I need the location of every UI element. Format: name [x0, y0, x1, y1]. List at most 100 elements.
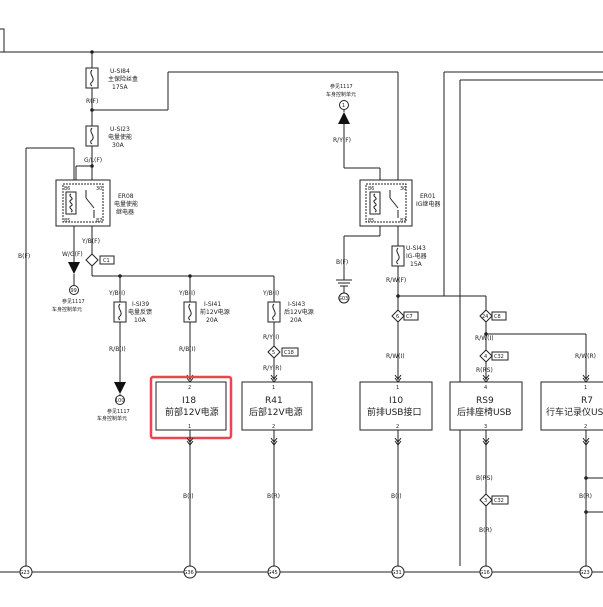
top-bus [0, 28, 603, 54]
fuse-i-si41-desc: 前12V电源 [200, 308, 230, 316]
pin-24: 24 [482, 314, 488, 320]
fuse-u-si23: U-SI23 电量使能 30A G/L(F) [75, 125, 132, 180]
bcm99-line2: 车身控制单元 [52, 306, 82, 313]
wire-rwi: R/W(I) [386, 353, 405, 360]
ground-g23b: G23 [580, 570, 590, 576]
wire-ybi-a: Y/B(I) [108, 290, 125, 297]
r7-name: 行车记录仪USB [546, 406, 603, 418]
er08-pin86: 86 [64, 186, 70, 192]
wire-br2: B(R) [579, 493, 592, 500]
er01-line1: IG继电器 [416, 200, 440, 208]
er08-name: ER08 [118, 193, 134, 200]
module-i10: 1 I10 前排USB接口 2 B(I) [359, 381, 433, 566]
er08-pin85: 85 [64, 218, 70, 224]
branch-i-si41: Y/B(I) I-SI41 前12V电源 20A R/B(I) [178, 276, 230, 383]
right-top-routing [443, 71, 603, 566]
wire-bi: B(I) [183, 493, 194, 500]
branch-r7: R/W(R) [575, 334, 596, 383]
er08-pin30: 30 [96, 186, 102, 192]
bcm99-pin: 99 [71, 288, 77, 294]
wire-rwr: R/W(R) [575, 353, 596, 360]
er08-line2: 继电器 [116, 208, 134, 216]
wire-brs2: B(R) [479, 527, 492, 534]
er01-pin87: 87 [400, 218, 406, 224]
wire-glf: G/L(F) [84, 157, 102, 164]
fuse-u-si84-name: U-SI84 [110, 68, 130, 75]
i18-top-pin: 2 [188, 385, 191, 391]
wire-brs1: B(RS) [476, 475, 493, 482]
conn-c8: C8 [494, 314, 501, 320]
bcm-top-line2: 车身控制单元 [326, 91, 356, 98]
r7-id: R7 [581, 396, 593, 406]
rs9-name: 后排座椅USB [457, 406, 511, 418]
fuse-u-si43-rating: 15A [410, 261, 423, 268]
ground-g16: G16 [480, 570, 490, 576]
bcm100-pin: 100 [115, 398, 125, 404]
fuse-u-si84: U-SI84 主保险丝盒 175A R(F) [85, 52, 138, 126]
conn-c32b: C32 [494, 498, 504, 504]
ground-bus: G23 G36 G45 G31 G16 G23 [0, 565, 603, 579]
fuse-u-si43-desc: IG-电器 [406, 252, 427, 260]
er01-pin85: 85 [368, 218, 374, 224]
module-r41: 1 R41 后部12V电源 2 B(R) [241, 381, 313, 566]
relay-er01: 86 30 85 87 ER01 IG继电器 [359, 179, 440, 227]
conn-c18: C18 [284, 350, 294, 356]
r7-top-pin: 1 [584, 385, 587, 391]
wire-ybi-c: Y/B(I) [262, 290, 279, 297]
wire-br: B(R) [267, 493, 280, 500]
wire-rrs: R(RS) [476, 367, 493, 374]
i18-name: 前部12V电源 [165, 406, 219, 418]
branch-i-si43: Y/B(I) I-SI43 后12V电源 20A R/Y(I) 5 C18 R/… [262, 276, 314, 383]
bcm-top-ref: 参见1117 车身控制单元 1 R/Y(F) [326, 83, 381, 180]
fuse-i-si41-name: I-SI41 [204, 301, 221, 308]
wire-bf2: B(F) [336, 259, 348, 266]
wire-ryr: R/Y(R) [263, 365, 282, 372]
pin-4: 4 [484, 354, 487, 360]
bcm99-line1: 参见1117 [62, 298, 85, 305]
wire-bf: B(F) [18, 253, 30, 260]
fuse-u-si23-name: U-SI23 [110, 126, 130, 133]
fuse-i-si39-rating: 10A [134, 317, 147, 324]
er01-name: ER01 [420, 193, 436, 200]
r41-id: R41 [265, 396, 283, 406]
wire-rf1: R(F) [86, 98, 98, 105]
wire-ybf: Y/B(F) [81, 238, 100, 245]
r41-bottom-pin: 2 [272, 424, 275, 430]
wire-wgf: W/G(F) [62, 251, 83, 258]
er08-pin87: 87 [96, 218, 102, 224]
module-rs9: 4 RS9 后排座椅USB 3 B(RS) 3 C32 B(R) [449, 381, 523, 566]
fuse-u-si84-rating: 175A [112, 84, 128, 91]
fuse-i-si43-name: I-SI43 [288, 301, 305, 308]
er08-line1: 电量使能 [114, 200, 138, 208]
fuse-i-si41-rating: 20A [206, 317, 219, 324]
conn-c1: C1 [103, 258, 110, 264]
ground-g45: G45 [268, 570, 278, 576]
wire-bi2: B(I) [391, 493, 402, 500]
i10-name: 前排USB接口 [367, 406, 421, 418]
er08-outputs: W/G(F) 99 参见1117 车身控制单元 Y/B(F) C1 [52, 226, 274, 313]
fuse-u-si43-name: U-SI43 [406, 245, 426, 252]
bcm100-line1: 参见1117 [107, 408, 130, 415]
pin-6: 6 [396, 314, 399, 320]
relay-er08: 86 30 85 87 ER08 电量使能 继电器 [55, 179, 138, 227]
fuse-i-si43-desc: 后12V电源 [284, 308, 314, 316]
ground-g36: G36 [184, 570, 194, 576]
wire-rwf: R/W(F) [386, 277, 406, 284]
feed-ig-relay [92, 71, 399, 180]
pin-5: 5 [272, 350, 275, 356]
ground-g31: G31 [392, 570, 402, 576]
wire-ryf: R/Y(F) [333, 137, 351, 144]
rs9-top-pin: 4 [484, 385, 487, 391]
i18-bottom-pin: 1 [188, 424, 191, 430]
branch-c8: 24 C8 R/W(I) 4 C32 R(RS) [475, 296, 586, 383]
wire-ryi: R/Y(I) [263, 334, 279, 341]
fuse-u-si23-rating: 30A [112, 142, 125, 149]
branch-i-si39: Y/B(I) I-SI39 电量反馈 10A R/B(I) 100 参见1117… [97, 276, 152, 422]
rs9-bottom-pin: 3 [484, 424, 487, 430]
er01-pin30: 30 [400, 186, 406, 192]
fuse-i-si39-name: I-SI39 [132, 301, 149, 308]
i10-bottom-pin: 2 [396, 424, 399, 430]
fuse-u-si23-desc: 电量使能 [108, 133, 132, 141]
